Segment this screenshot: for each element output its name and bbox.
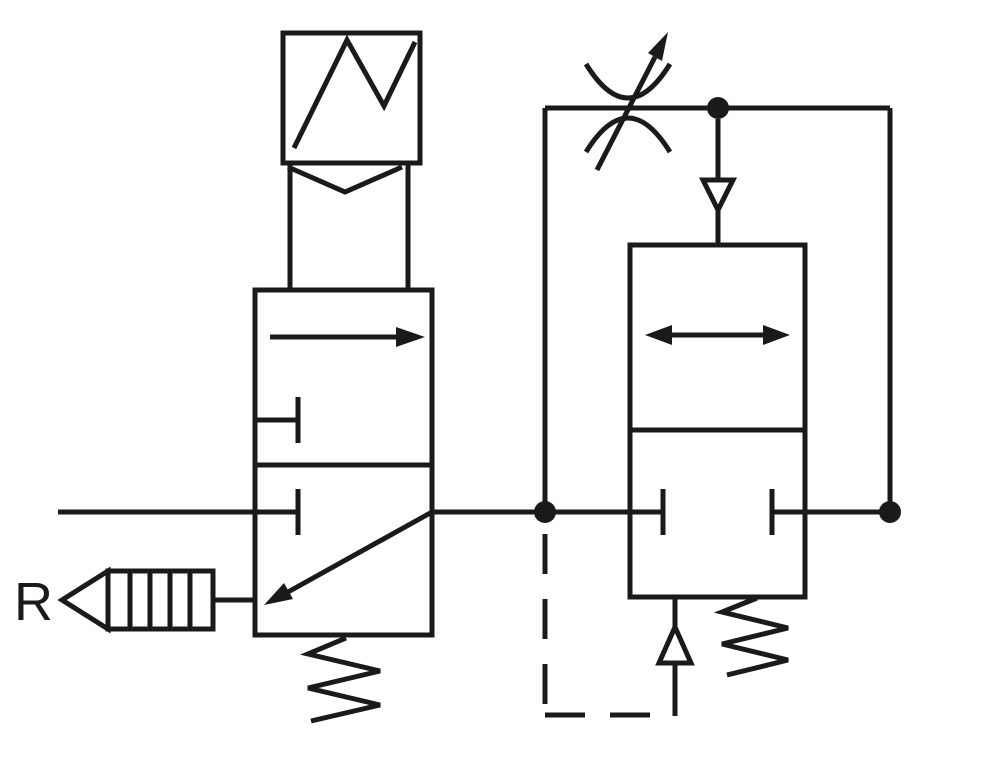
throttle-arc-lower bbox=[583, 115, 673, 154]
pilot-chevron-icon bbox=[286, 164, 404, 195]
blocked-port-upper bbox=[255, 397, 301, 443]
silencer-icon bbox=[57, 566, 216, 634]
solenoid-icon bbox=[280, 30, 423, 166]
blocked-port-lower bbox=[255, 489, 301, 535]
junction-dot bbox=[534, 501, 556, 523]
flow-path-arrow bbox=[270, 327, 425, 347]
throttle-arc-upper bbox=[583, 62, 673, 101]
arrowhead-right-icon bbox=[763, 325, 790, 345]
valve-frame bbox=[627, 242, 808, 600]
arrow-shaft bbox=[286, 509, 434, 595]
arrowhead-icon bbox=[396, 327, 425, 347]
valve-body-right bbox=[627, 242, 808, 600]
solenoid-zigzag bbox=[291, 34, 418, 150]
exhaust-path-arrow bbox=[264, 509, 434, 605]
diagram-strokes: R bbox=[14, 30, 901, 724]
junction-dot bbox=[879, 501, 901, 523]
exhaust-port-label: R bbox=[14, 572, 53, 632]
return-spring-icon bbox=[713, 595, 789, 678]
pilot-check-valve-icon bbox=[655, 597, 695, 716]
check-triangle bbox=[698, 177, 738, 216]
adjust-arrow-shaft bbox=[594, 55, 658, 172]
silencer-cone bbox=[57, 566, 111, 634]
check-valve-top-icon bbox=[698, 119, 738, 245]
pilot-line-dashed bbox=[542, 534, 673, 718]
right-valve-assembly bbox=[432, 32, 901, 718]
check-triangle bbox=[655, 620, 695, 666]
left-valve-assembly: R bbox=[14, 30, 435, 724]
flow-control-icon bbox=[583, 32, 673, 172]
silencer-body bbox=[105, 568, 216, 632]
arrowhead-left-icon bbox=[645, 325, 672, 345]
arrowhead-icon bbox=[264, 583, 293, 605]
double-arrow-icon bbox=[645, 325, 790, 345]
blocked-port-right bbox=[769, 489, 805, 535]
solenoid-frame bbox=[280, 30, 423, 166]
pilot-connector bbox=[286, 163, 411, 290]
adjust-arrowhead-icon bbox=[648, 32, 668, 61]
blocked-port-left bbox=[630, 489, 666, 535]
return-spring-icon bbox=[299, 635, 381, 724]
junction-dot bbox=[707, 97, 729, 119]
valve-body-left bbox=[252, 287, 435, 638]
